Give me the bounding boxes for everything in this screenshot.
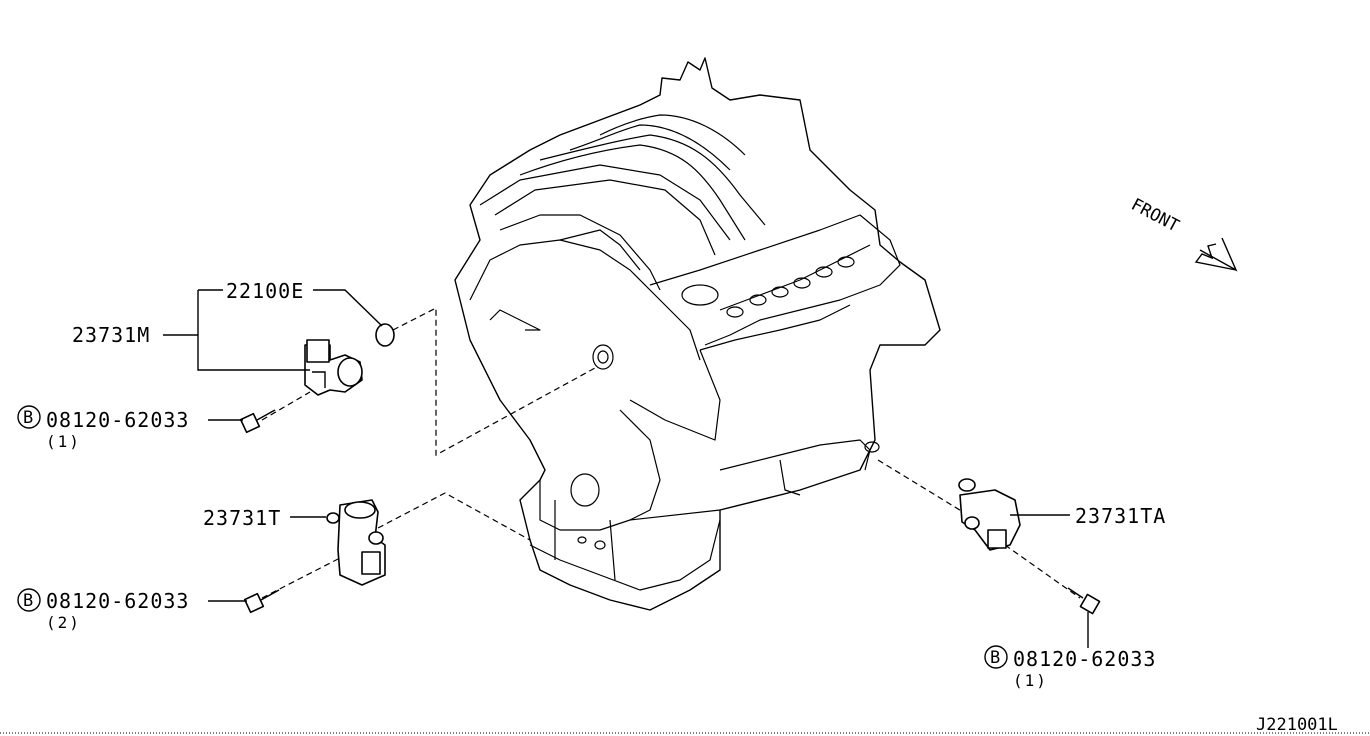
- o-ring-part: [375, 323, 395, 347]
- bolt-3-part: [1067, 587, 1101, 615]
- sensor-23731m-part: [304, 339, 363, 396]
- bolt-callout-3: B 08120-62033 (1): [984, 645, 1156, 690]
- bolt-2-part: [243, 589, 280, 614]
- bolt-symbol: B: [23, 408, 33, 428]
- bolt-part-number: 08120-62033: [46, 589, 189, 613]
- bolt-part-number: 08120-62033: [46, 408, 189, 432]
- dashed-leaders: [261, 307, 1081, 599]
- bolt-callout-1: B 08120-62033 (1): [17, 405, 189, 451]
- bolt-symbol-circle: [984, 645, 1008, 669]
- front-arrow-icon: [1194, 237, 1238, 272]
- bolt-quantity: (1): [46, 432, 81, 451]
- label-23731ta: 23731TA: [1075, 504, 1166, 528]
- sensor-23731t-part: [326, 499, 386, 586]
- bolt-part-number: 08120-62033: [1013, 647, 1156, 671]
- label-23731t: 23731T: [203, 506, 281, 530]
- bolt-symbol: B: [23, 591, 33, 611]
- bolt-callout-2: B 08120-62033 (2): [17, 588, 189, 632]
- label-23731m: 23731M: [72, 323, 150, 347]
- callout-lines: [163, 289, 1089, 648]
- label-22100e: 22100E: [226, 279, 304, 303]
- diagram-id: J221001L: [1256, 715, 1338, 735]
- engine-illustration: [454, 57, 941, 611]
- bolt-1-part: [239, 409, 276, 434]
- bolt-symbol-circle: [17, 588, 41, 612]
- bolt-quantity: (2): [46, 613, 81, 632]
- bolt-symbol: B: [990, 648, 1000, 668]
- bolt-symbol-circle: [17, 405, 41, 429]
- sensor-23731ta-part: [958, 478, 1021, 551]
- front-label: FRONT: [1128, 195, 1183, 237]
- bolt-quantity: (1): [1013, 671, 1048, 690]
